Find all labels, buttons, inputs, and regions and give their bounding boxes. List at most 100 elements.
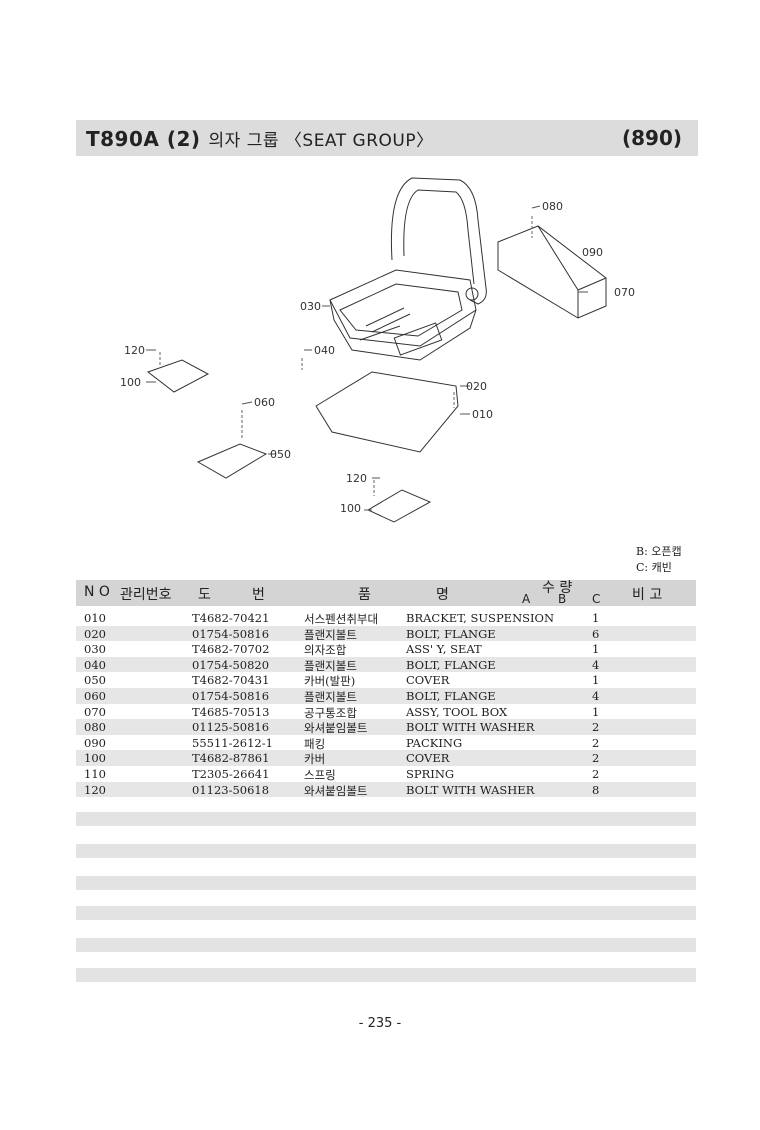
callout-label: 120 <box>346 472 367 485</box>
cell-qty: 1 <box>592 704 600 719</box>
cell-name-kr: 카버(발판) <box>304 674 356 689</box>
cell-no: 010 <box>84 611 106 625</box>
cell-name-en: ASSY, TOOL BOX <box>406 704 508 719</box>
legend-cabin: C: 캐빈 <box>636 561 672 574</box>
callout-label: 020 <box>466 380 487 393</box>
cell-part-number: 55511-2612-1 <box>192 735 273 750</box>
cell-part-number: T4682-70702 <box>192 642 270 657</box>
legend-open-cap: B: 오픈캡 <box>636 545 682 558</box>
empty-row-band <box>76 844 696 858</box>
cell-name-kr: 서스펜션취부대 <box>304 612 379 626</box>
cell-qty: 4 <box>592 657 600 672</box>
cover-plate-bottom <box>366 489 432 523</box>
cell-qty: 8 <box>592 782 600 797</box>
cell-name-kr: 공구통조합 <box>304 705 357 720</box>
callout-label: 100 <box>340 502 361 515</box>
cell-no: 080 <box>84 720 106 735</box>
empty-row-band <box>76 812 696 826</box>
group-title: 의자 그룹 〈SEAT GROUP〉 <box>208 131 434 151</box>
header-name-2: 명 <box>436 587 449 603</box>
header-drawing-1: 도 <box>198 587 211 603</box>
empty-row-band <box>76 906 696 920</box>
header-no: N O <box>84 584 110 600</box>
model-code: T890A (2) <box>86 127 201 151</box>
cell-name-kr: 의자조합 <box>304 643 347 658</box>
cover-plate-left <box>146 359 210 393</box>
cell-part-number: T2305-26641 <box>192 766 270 781</box>
cell-name-kr: 카버 <box>304 752 326 767</box>
header-mgmt: 관리번호 <box>120 587 172 603</box>
cell-name-en: ASS' Y, SEAT <box>406 642 482 657</box>
cell-part-number: T4682-70421 <box>192 611 270 625</box>
table-row: 060 01754-50816 플랜지볼트 BOLT, FLANGE 4 <box>76 687 696 704</box>
cell-name-en: BRACKET, SUSPENSION <box>406 611 555 625</box>
cell-qty: 2 <box>592 735 600 750</box>
cell-qty: 6 <box>592 626 600 641</box>
page-title: T890A (2) 의자 그룹 〈SEAT GROUP〉 <box>86 126 434 151</box>
empty-row-band <box>76 968 696 982</box>
cell-no: 040 <box>84 657 106 672</box>
cell-qty: 1 <box>592 611 600 625</box>
cell-name-en: BOLT WITH WASHER <box>406 720 535 735</box>
callout-label: 050 <box>270 448 291 461</box>
callout-label: 090 <box>582 246 603 259</box>
parts-table-body: 010 T4682-70421 서스펜션취부대 BRACKET, SUSPENSION… <box>76 610 696 798</box>
header-remark: 비 고 <box>632 587 663 603</box>
cell-part-number: 01123-50618 <box>192 782 270 797</box>
cell-qty: 1 <box>592 642 600 657</box>
cell-part-number: T4685-70513 <box>192 704 270 719</box>
header-qty-c: C <box>592 592 601 606</box>
cell-name-kr: 와셔붙임볼트 <box>304 721 368 736</box>
cell-name-en: PACKING <box>406 735 463 750</box>
cell-qty: 2 <box>592 766 600 781</box>
callout-label: 100 <box>120 376 141 389</box>
cell-qty: 1 <box>592 673 600 688</box>
cell-name-en: SPRING <box>406 766 455 781</box>
cell-name-kr: 플랜지볼트 <box>304 689 357 704</box>
cell-qty: 4 <box>592 688 600 703</box>
cell-no: 060 <box>84 688 106 703</box>
cell-no: 070 <box>84 704 106 719</box>
cell-name-en: COVER <box>406 751 450 766</box>
callout-label: 010 <box>472 408 493 421</box>
cell-part-number: 01754-50816 <box>192 688 270 703</box>
callout-label: 040 <box>314 344 335 357</box>
table-row: 010 T4682-70421 서스펜션취부대 BRACKET, SUSPENSION… <box>76 610 696 626</box>
cell-part-number: 01754-50820 <box>192 657 270 672</box>
seat-rail <box>359 307 411 341</box>
bracket-suspension <box>315 371 459 453</box>
group-code: (890) <box>621 126 682 150</box>
cell-no: 020 <box>84 626 106 641</box>
cell-part-number: T4682-70431 <box>192 673 270 688</box>
callout-label: 060 <box>254 396 275 409</box>
cell-no: 090 <box>84 735 106 750</box>
table-row: 070 T4685-70513 공구통조합 ASSY, TOOL BOX 1 <box>76 704 696 720</box>
cell-qty: 2 <box>592 720 600 735</box>
cell-name-en: BOLT, FLANGE <box>406 688 496 703</box>
cab-legend: B: 오픈캡 C: 캐빈 <box>636 544 682 576</box>
exploded-parts-diagram: 080 090 070 030 040 120 100 060 020 010 … <box>120 177 635 523</box>
table-row: 090 55511-2612-1 패킹 PACKING 2 <box>76 735 696 751</box>
empty-row-band <box>76 876 696 890</box>
cell-name-kr: 패킹 <box>304 736 326 751</box>
parts-table-header: N O 관리번호 도 번 품 명 수 량 A B C 비 고 <box>76 580 696 606</box>
cell-part-number: 01754-50816 <box>192 626 270 641</box>
tool-box <box>497 225 607 319</box>
header-qty-a: A <box>522 592 531 606</box>
title-bar: T890A (2) 의자 그룹 〈SEAT GROUP〉 (890) <box>76 120 698 156</box>
cell-no: 050 <box>84 673 106 688</box>
callout-label: 030 <box>300 300 321 313</box>
header-qty: 수 량 <box>542 580 573 596</box>
cell-name-en: BOLT WITH WASHER <box>406 782 535 797</box>
cell-name-kr: 와셔붙임볼트 <box>304 783 368 798</box>
page-number: - 235 - <box>358 1016 402 1031</box>
header-qty-b: B <box>558 592 567 606</box>
cell-name-kr: 플랜지볼트 <box>304 627 357 642</box>
table-row: 050 T4682-70431 카버(발판) COVER 1 <box>76 672 696 688</box>
cell-name-en: COVER <box>406 673 450 688</box>
